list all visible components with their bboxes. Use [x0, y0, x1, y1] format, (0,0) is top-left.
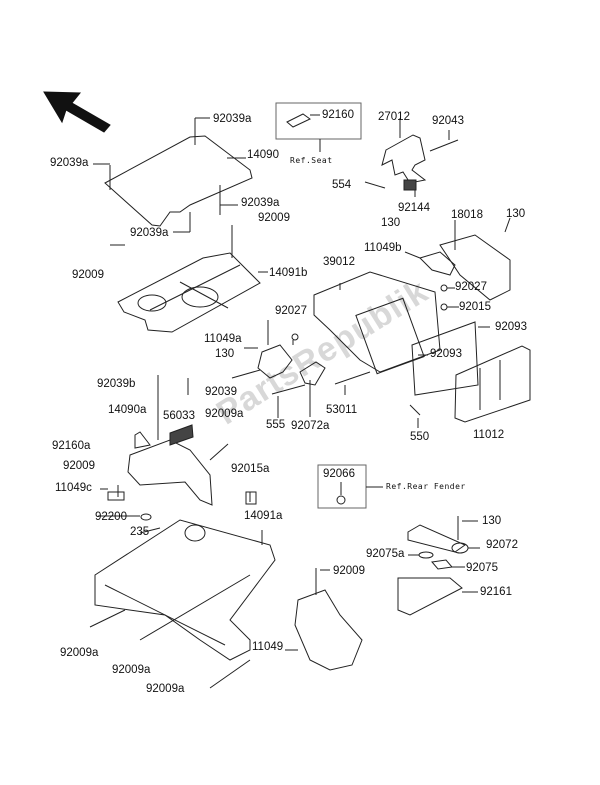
part-label: 92093: [430, 348, 462, 360]
ref-rear-fender-text: Ref.Rear Fender: [386, 482, 466, 491]
part-label: 92009: [72, 269, 104, 281]
part-label: 14091b: [269, 267, 308, 279]
part-18018: [439, 234, 511, 301]
part-label: 92160a: [52, 440, 91, 452]
part-label: 92039b: [97, 378, 136, 390]
part-92161: [397, 577, 463, 616]
part-label: 92015a: [231, 463, 270, 475]
front-direction-arrow: [43, 91, 111, 133]
part-27012: [381, 134, 427, 184]
part-11049a: [257, 344, 293, 379]
part-label: 92027: [275, 305, 307, 317]
part-label: 92093: [495, 321, 527, 333]
part-label: 92039: [205, 386, 237, 398]
part-label: 53011: [326, 404, 358, 416]
part-label: 130: [506, 208, 526, 220]
part-14091b: [117, 252, 261, 333]
part-label: 92027: [455, 281, 487, 293]
part-label: 11012: [473, 429, 505, 441]
part-11049: [294, 589, 363, 671]
part-label: 11049b: [364, 242, 402, 254]
part-label: 92075: [466, 562, 498, 574]
part-label: 92009a: [146, 683, 185, 695]
part-label: 56033: [163, 410, 195, 422]
part-label: 11049c: [55, 482, 92, 494]
part-92072: [407, 524, 467, 553]
part-label: 92009: [63, 460, 95, 472]
ref-rear-fender-part-label: 92066: [323, 468, 355, 480]
part-label: 92009: [333, 565, 365, 577]
part-label: 92161: [480, 586, 512, 598]
part-11049b: [419, 251, 456, 276]
part-label: 14090: [247, 149, 279, 161]
part-label: 92009a: [112, 664, 151, 676]
part-label: 39012: [323, 256, 355, 268]
part-label: 92009a: [60, 647, 99, 659]
part-label: 92072: [486, 539, 518, 551]
part-14090: [104, 135, 253, 227]
part-label: 14091a: [244, 510, 283, 522]
part-label: 555: [266, 419, 286, 431]
part-14090a: [127, 439, 213, 506]
part-label: 92039a: [50, 157, 89, 169]
part-label: 92015: [459, 301, 491, 313]
part-label: 554: [332, 179, 352, 191]
part-39012: [313, 271, 441, 373]
part-label: 550: [410, 431, 430, 443]
ref-seat-part-label: 92160: [322, 109, 354, 121]
part-14091a: [94, 519, 276, 661]
part-label: 92009: [258, 212, 290, 224]
part-label: 27012: [378, 111, 410, 123]
part-label: 11049: [252, 641, 284, 653]
part-label: 14090a: [108, 404, 147, 416]
part-label: 11049a: [204, 333, 242, 345]
part-label: 92043: [432, 115, 464, 127]
part-label: 92072a: [291, 420, 330, 432]
part-label: 92144: [398, 202, 430, 214]
part-label: 92200: [95, 511, 127, 523]
ref-seat-box: [275, 102, 362, 140]
part-label: 130: [482, 515, 502, 527]
part-label: 235: [130, 526, 150, 538]
part-label: 92075a: [366, 548, 405, 560]
ref-seat-text: Ref.Seat: [290, 156, 333, 165]
part-92093: [411, 321, 479, 396]
part-label: 92039a: [130, 227, 169, 239]
part-label: 92039a: [241, 197, 280, 209]
part-11012: [454, 345, 531, 423]
part-label: 18018: [451, 209, 483, 221]
part-label: 92009a: [205, 408, 244, 420]
part-label: 92039a: [213, 113, 252, 125]
part-label: 130: [215, 348, 235, 360]
part-label: 130: [381, 217, 401, 229]
